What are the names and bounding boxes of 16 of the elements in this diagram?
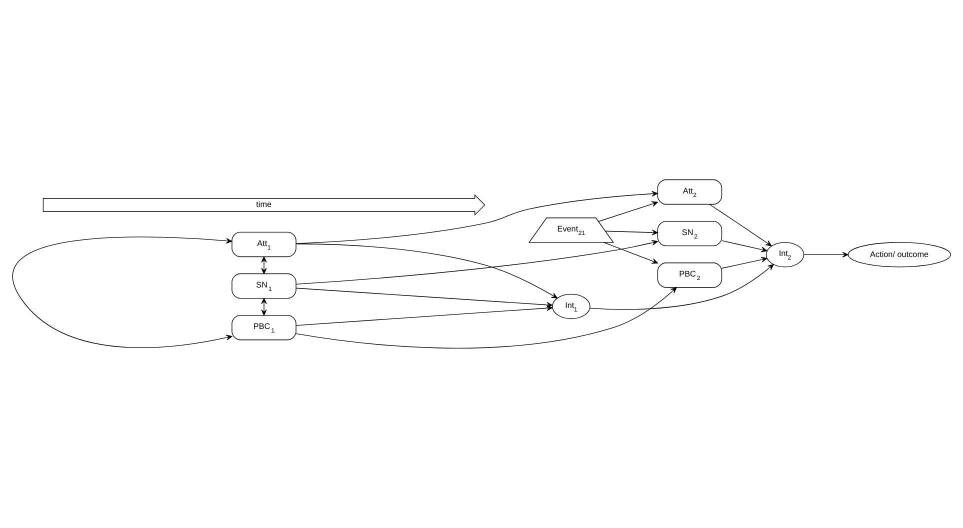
arrow — [296, 287, 677, 348]
arrow — [709, 204, 772, 246]
arrow — [261, 256, 267, 274]
arrow — [604, 242, 658, 264]
arrow — [13, 236, 232, 348]
arrow — [590, 264, 774, 310]
arrow — [296, 244, 558, 298]
arrow — [296, 305, 553, 326]
arrow — [722, 240, 768, 252]
arrow — [605, 230, 658, 236]
arrow — [296, 190, 658, 244]
arrow — [296, 240, 658, 285]
arrow — [804, 252, 848, 258]
arrow — [722, 256, 768, 269]
arrow — [598, 201, 658, 222]
arrow — [261, 298, 267, 316]
